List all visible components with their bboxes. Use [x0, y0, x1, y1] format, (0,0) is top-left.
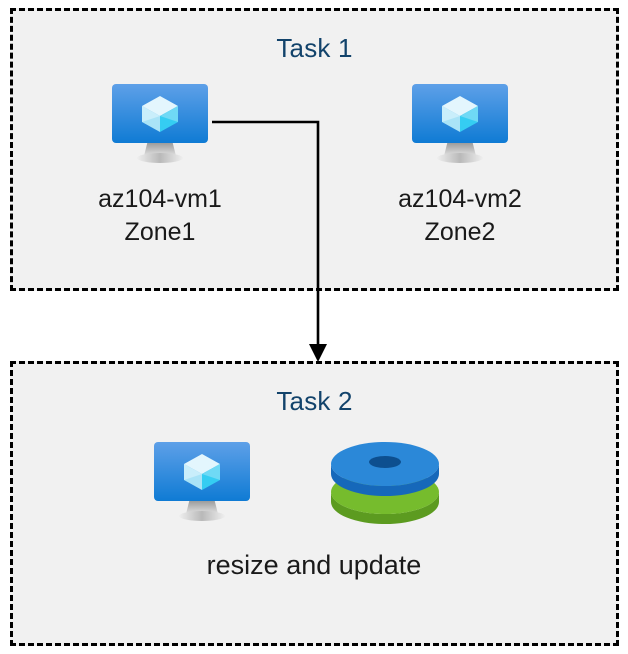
azure-virtual-machine-icon	[150, 438, 254, 526]
vm-node-az104-vm2[interactable]: az104-vm2 Zone2	[360, 80, 560, 249]
arrowhead-icon	[309, 344, 327, 362]
vm-zone-label: Zone1	[124, 218, 196, 246]
task-2-caption: resize and update	[206, 550, 422, 580]
task-2-icon-row	[120, 438, 510, 534]
task-2-container: Task 2	[10, 361, 619, 646]
task-1-title: Task 1	[276, 33, 353, 63]
task-2-title: Task 2	[276, 386, 353, 416]
vm-name-label: az104-vm2	[398, 185, 522, 213]
vm-node-az104-vm1[interactable]: az104-vm1 Zone1	[60, 80, 260, 249]
azure-virtual-machine-icon	[408, 80, 512, 168]
azure-virtual-machine-icon	[108, 80, 212, 168]
vm-name-label: az104-vm1	[98, 185, 222, 213]
vm-zone-label: Zone2	[424, 218, 496, 246]
azure-disks-icon	[325, 440, 445, 530]
